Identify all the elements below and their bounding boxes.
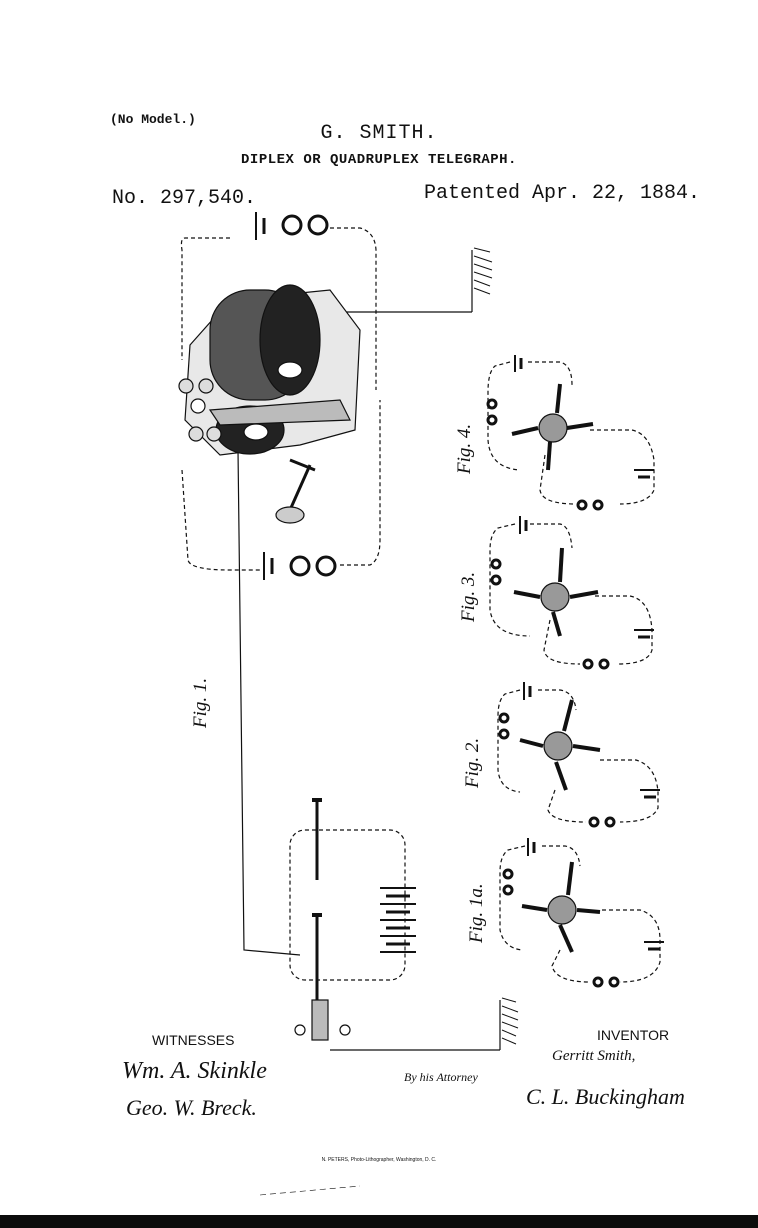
fig3-diagram [490,516,654,668]
patent-number: No. 297,540. [112,187,256,210]
witnesses-label: WITNESSES [152,1032,234,1048]
fig4-diagram [488,355,654,509]
fig1a-diagram [500,838,664,986]
fig3-label: Fig. 3. [458,572,480,622]
key-circuit [290,800,416,1040]
sounder-s1 [291,557,335,575]
main-battery-b [380,888,416,952]
inventor-signature: Gerritt Smith, [552,1048,635,1065]
stray-mark [260,1186,360,1195]
ground-symbol-bottom [502,998,518,1044]
inventor-label: INVENTOR [597,1027,669,1043]
sounder-s [283,216,327,234]
lithographer-footer: N. PETERS, Photo-Lithographer, Washingto… [0,1157,758,1163]
fig1-label: Fig. 1. [190,678,212,728]
local-battery-lb1 [264,552,272,580]
by-attorney-text: By his Attorney [404,1070,478,1085]
local-battery-lb [256,212,264,240]
scan-border [0,1215,758,1228]
witness-signature-1: Wm. A. Skinkle [122,1058,267,1085]
patent-title: DIPLEX OR QUADRUPLEX TELEGRAPH. [0,152,758,168]
relay-magnet [179,285,360,523]
patent-date: Patented Apr. 22, 1884. [424,182,700,205]
fig1a-label: Fig. 1a. [466,883,488,943]
fig4-label: Fig. 4. [454,424,476,474]
witness-signature-2: Geo. W. Breck. [126,1095,257,1121]
fig2-label: Fig. 2. [462,738,484,788]
fig2-diagram [498,682,660,826]
attorney-signature: C. L. Buckingham [526,1084,685,1110]
ground-symbol-top [474,248,492,294]
inventor-name-heading: G. SMITH. [0,122,758,145]
